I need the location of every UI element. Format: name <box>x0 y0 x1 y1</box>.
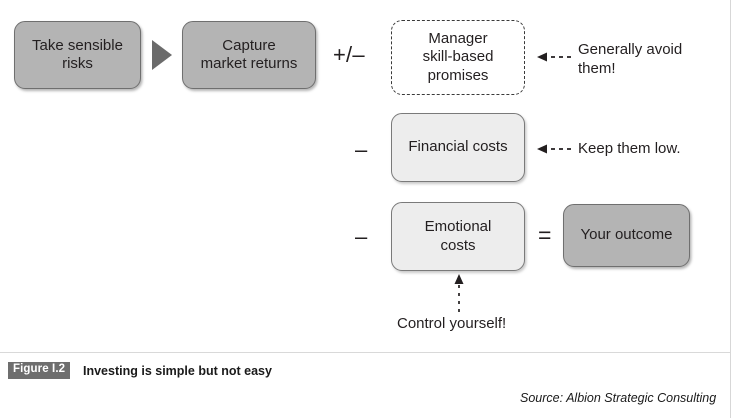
figure-caption: Investing is simple but not easy <box>83 364 272 378</box>
node-your-outcome-label: Your outcome <box>580 226 673 244</box>
node-financial-costs: Financial costs <box>391 113 525 182</box>
annotation-generally-avoid-them: Generally avoid them! <box>578 41 683 77</box>
annotation-keep-them-low: Keep them low. <box>578 140 681 157</box>
node-your-outcome: Your outcome <box>563 204 690 267</box>
node-take-sensible-risks-label: Take sensible risks <box>32 36 123 72</box>
operator-plus-minus: +/– <box>333 42 365 67</box>
connector-keep-them-low-arrow <box>537 144 571 154</box>
node-manager-skill-based-promises-label: Manager skill-based promises <box>422 30 494 84</box>
node-capture-market-returns-label: Capture market returns <box>200 36 298 72</box>
node-emotional-costs-label: Emotional costs <box>424 218 492 254</box>
node-take-sensible-risks: Take sensible risks <box>14 21 141 89</box>
node-emotional-costs: Emotional costs <box>391 202 525 271</box>
operator-equals: = <box>538 222 552 248</box>
connector-avoid-them-arrow <box>537 52 571 62</box>
node-capture-market-returns: Capture market returns <box>182 21 316 89</box>
operator-minus-emotional: – <box>355 224 368 249</box>
node-financial-costs-label: Financial costs <box>408 138 508 156</box>
figure-number-badge: Figure I.2 <box>8 362 71 379</box>
annotation-control-yourself: Control yourself! <box>397 315 507 332</box>
triangle-arrow-icon <box>152 40 172 70</box>
figure-source: Source: Albion Strategic Consulting <box>520 391 717 405</box>
caption-divider <box>0 352 730 353</box>
operator-minus-financial: – <box>355 137 368 162</box>
node-manager-skill-based-promises: Manager skill-based promises <box>391 20 525 95</box>
connector-control-yourself-arrow <box>454 274 464 312</box>
